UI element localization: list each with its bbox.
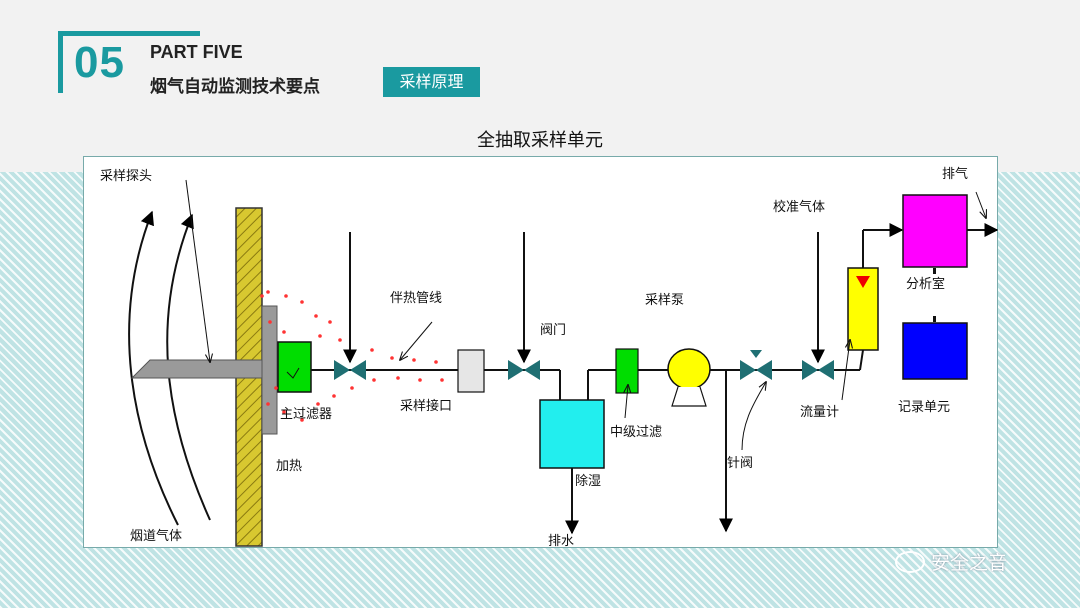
diagram-title: 全抽取采样单元	[477, 130, 603, 151]
calibration-valve	[802, 232, 834, 380]
flue-gas-flow-1	[128, 210, 179, 526]
label-sampling-port: 采样接口	[400, 398, 452, 414]
part-label: PART FIVE	[150, 42, 243, 62]
recorder-box	[902, 322, 968, 380]
label-drain: 排水	[548, 534, 574, 549]
sampling-pump	[667, 348, 711, 390]
mid-filter	[615, 348, 639, 394]
topic-tag: 采样原理	[383, 67, 480, 97]
label-valve: 阀门	[540, 323, 566, 338]
section-title: 烟气自动监测技术要点	[150, 77, 320, 97]
needle-valve	[740, 350, 772, 380]
label-main-filter: 主过滤器	[280, 407, 332, 422]
watermark-text: 安全之音	[931, 552, 1008, 574]
label-calibration-gas: 校准气体	[773, 199, 825, 215]
main-filter	[277, 341, 312, 393]
probe-flange	[261, 305, 278, 435]
watermark: 安全之音	[895, 548, 1007, 575]
wechat-icon	[895, 550, 925, 573]
label-recorder: 记录单元	[898, 400, 950, 415]
label-mid-filter: 中级过滤	[610, 425, 662, 440]
sampling-probe	[130, 359, 263, 379]
valve-1	[334, 232, 366, 380]
label-probe: 采样探头	[100, 169, 152, 184]
label-heat-trace: 伴热管线	[390, 291, 442, 306]
label-dehumidify: 除湿	[575, 474, 601, 489]
dehumidifier	[539, 399, 605, 469]
heat-dots	[260, 290, 444, 422]
analyzer-box	[902, 194, 968, 268]
section-number: 05	[74, 38, 125, 87]
label-flue-gas: 烟道气体	[130, 528, 182, 544]
sampling-port	[457, 349, 485, 393]
label-exhaust: 排气	[942, 166, 968, 182]
header-bracket	[58, 31, 200, 93]
valve-2	[508, 232, 540, 380]
label-needle-valve: 针阀	[727, 456, 753, 471]
label-heating: 加热	[276, 459, 302, 474]
label-flowmeter: 流量计	[800, 405, 839, 420]
label-pump: 采样泵	[645, 293, 684, 308]
label-analyzer: 分析室	[906, 276, 945, 292]
